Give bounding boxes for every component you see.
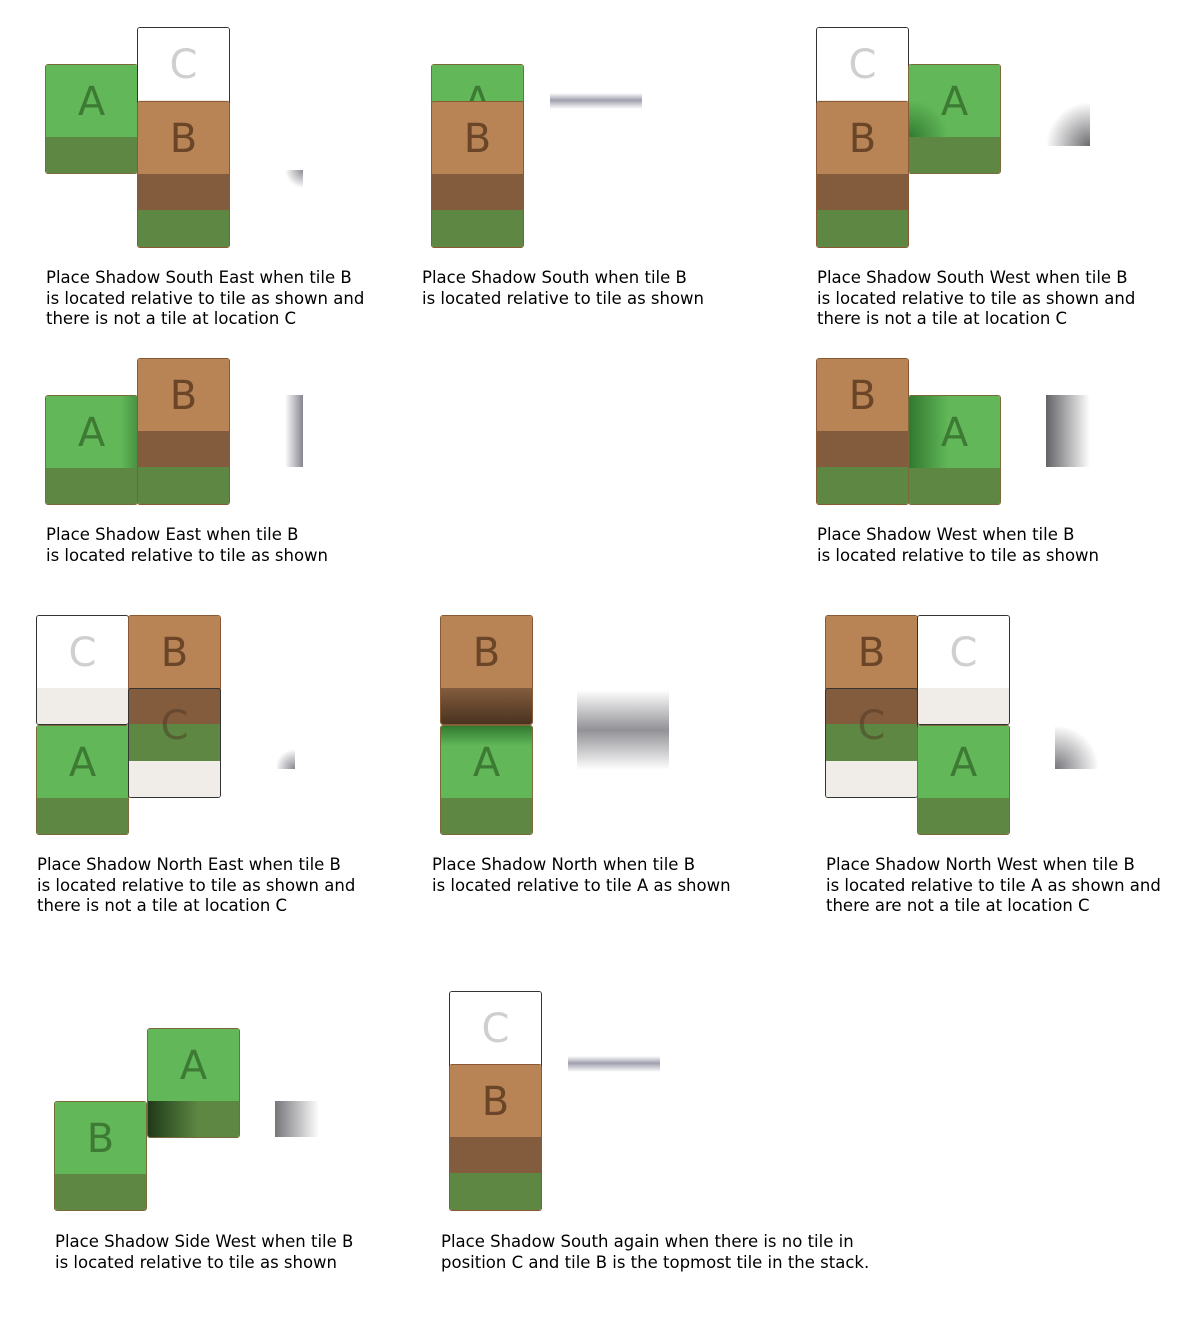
caption-east: Place Shadow East when tile B is located…	[46, 525, 329, 565]
tile-a: A	[45, 64, 138, 174]
tile-b: B	[825, 615, 918, 762]
caption-south-again: Place Shadow South again when there is n…	[441, 1232, 870, 1272]
tile-letter: A	[940, 79, 969, 125]
caption-side-west: Place Shadow Side West when tile B is lo…	[55, 1232, 354, 1272]
tile-a: A	[36, 725, 129, 835]
tile-c-upper: C	[36, 615, 129, 725]
tile-letter: A	[77, 410, 106, 456]
tile-b: B	[431, 101, 524, 248]
tile-b: B	[54, 1101, 147, 1211]
shadow-south-west-swatch	[1046, 102, 1090, 146]
tile-letter: B	[848, 116, 877, 162]
caption-north: Place Shadow North when tile B is locate…	[432, 855, 731, 895]
shadow-north-swatch	[577, 690, 669, 770]
tile-letter: C	[160, 703, 189, 749]
tile-letter: B	[169, 116, 198, 162]
tile-b: B	[440, 615, 533, 725]
caption-south-west: Place Shadow South West when tile B is l…	[817, 268, 1136, 328]
tile-letter: C	[949, 630, 978, 676]
tile-b: B	[816, 358, 909, 505]
tile-a: A	[908, 395, 1001, 505]
tile-letter: B	[472, 630, 501, 676]
tile-a: A	[45, 395, 138, 505]
tile-c-overlay: C	[825, 688, 918, 798]
tile-a: A	[440, 725, 533, 835]
caption-north-east: Place Shadow North East when tile B is l…	[37, 855, 356, 915]
tile-letter: A	[77, 79, 106, 125]
tile-b: B	[137, 358, 230, 505]
tile-b: B	[137, 101, 230, 248]
shadow-south-east-swatch	[285, 170, 303, 210]
tile-letter: A	[68, 740, 97, 786]
tile-b: B	[816, 101, 909, 248]
shadow-north-west-swatch	[1055, 725, 1099, 769]
tile-c-overlay: C	[128, 688, 221, 798]
tile-letter: C	[857, 703, 886, 749]
shadow-side-west-swatch	[275, 1101, 319, 1137]
tile-letter: B	[463, 116, 492, 162]
caption-south-east: Place Shadow South East when tile B is l…	[46, 268, 365, 328]
caption-south: Place Shadow South when tile B is locate…	[422, 268, 705, 308]
tile-letter: B	[169, 373, 198, 419]
tile-letter: C	[169, 42, 198, 88]
tile-c-upper: C	[917, 615, 1010, 725]
tile-letter: B	[160, 630, 189, 676]
tile-letter: A	[940, 410, 969, 456]
caption-west: Place Shadow West when tile B is located…	[817, 525, 1100, 565]
tile-letter: A	[472, 740, 501, 786]
tile-a: A	[908, 64, 1001, 174]
tile-letter: C	[68, 630, 97, 676]
shadow-north-east-swatch	[277, 725, 295, 769]
tile-letter: B	[857, 630, 886, 676]
shadow-south-swatch	[550, 93, 642, 109]
shadow-west-swatch	[1046, 395, 1090, 467]
tile-letter: C	[481, 1006, 510, 1052]
tile-a: A	[147, 1028, 240, 1138]
tile-a: A	[917, 725, 1010, 835]
shadow-east-swatch	[285, 395, 303, 467]
tile-letter: B	[481, 1079, 510, 1125]
tile-b: B	[449, 1064, 542, 1211]
tile-letter: C	[848, 42, 877, 88]
tile-letter: A	[179, 1043, 208, 1089]
caption-north-west: Place Shadow North West when tile B is l…	[826, 855, 1161, 915]
tile-letter: B	[86, 1116, 115, 1162]
tile-letter: A	[949, 740, 978, 786]
tile-letter: B	[848, 373, 877, 419]
shadow-south-again-swatch	[568, 1056, 660, 1072]
